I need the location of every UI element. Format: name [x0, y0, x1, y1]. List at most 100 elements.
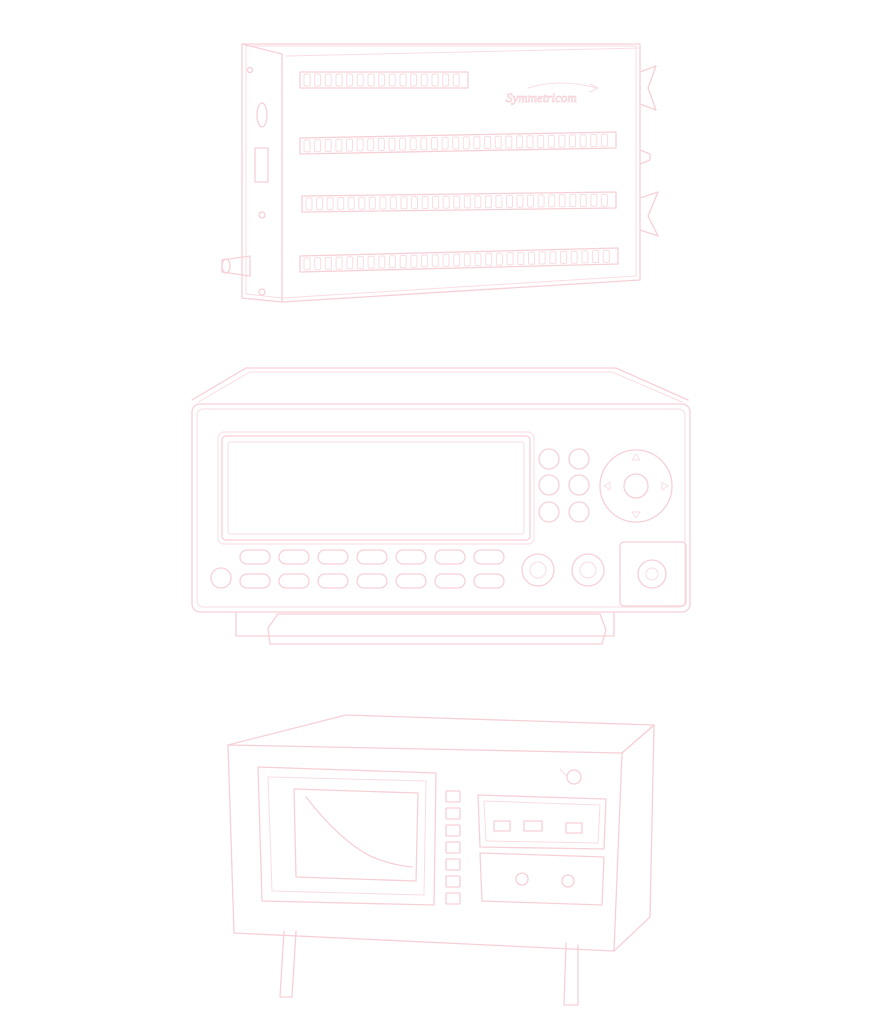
connector-pin: [473, 136, 481, 150]
connector-pin: [431, 73, 439, 87]
connector-pin: [590, 193, 598, 207]
connector-pin: [432, 195, 440, 209]
connector-pin: [335, 256, 343, 270]
connector-row: [299, 131, 617, 155]
connector-pin: [505, 135, 513, 149]
bench-counter-drawing: [191, 367, 691, 645]
counter-key: [434, 549, 466, 565]
connector-pin: [410, 254, 418, 268]
connector-pin: [506, 194, 513, 208]
connector-pin: [537, 135, 545, 148]
connector-pin: [409, 137, 417, 151]
connector-pin: [441, 136, 449, 150]
connector-row-outline: [299, 71, 469, 89]
connector-pin: [474, 253, 482, 267]
scope-softkey: [445, 841, 461, 854]
connector-pin: [474, 195, 482, 209]
connector-pin: [420, 73, 428, 87]
connector-pin: [579, 194, 587, 207]
connector-pin: [526, 135, 534, 149]
connector-pin: [389, 196, 397, 210]
connector-pin: [484, 136, 492, 149]
connector-pin: [410, 73, 418, 87]
connector-pin: [442, 253, 450, 267]
connector-pin: [368, 196, 376, 210]
scope-softkey: [445, 858, 461, 871]
scope-softkeys: [445, 790, 461, 905]
connector-pin: [367, 255, 375, 269]
counter-key: [473, 573, 505, 589]
connector-pin: [547, 134, 555, 148]
connector-pin: [356, 256, 364, 270]
counter-key: [317, 549, 349, 565]
connector-pin: [485, 252, 493, 266]
connector-pin: [347, 196, 355, 210]
connector-row-outline: [299, 131, 617, 155]
scope-softkey: [445, 807, 461, 820]
connector-pin: [558, 194, 566, 208]
connector-pin: [506, 252, 514, 266]
counter-key: [395, 549, 427, 565]
connector-pin: [517, 252, 525, 265]
connector-row-outline: [299, 247, 619, 273]
connector-pin: [378, 255, 386, 269]
scope-softkey: [445, 790, 461, 803]
connector-pin: [528, 251, 535, 265]
connector-pin: [420, 137, 428, 151]
connector-pin: [389, 255, 396, 269]
counter-key: [317, 573, 349, 589]
connector-pin: [579, 134, 587, 148]
connector-pin: [484, 195, 492, 209]
connector-pin: [548, 194, 556, 208]
connector-pin: [442, 73, 450, 87]
connector-pin: [558, 134, 566, 148]
connector-pin: [358, 196, 366, 210]
connector-pin: [314, 139, 322, 153]
connector-pin: [346, 138, 353, 152]
connector-row-outline: [301, 191, 617, 213]
connector-pin: [399, 137, 407, 151]
counter-key: [473, 549, 505, 565]
connector-pin: [367, 73, 375, 87]
scope-softkey: [445, 892, 461, 905]
connector-pin: [495, 252, 503, 266]
connector-pin: [495, 195, 503, 208]
connector-pin: [346, 73, 354, 87]
connector-pin: [453, 253, 461, 267]
connector-pin: [356, 138, 364, 152]
connector-pin: [421, 254, 429, 268]
counter-key: [239, 573, 271, 589]
connector-pin: [303, 139, 311, 153]
connector-pin: [303, 257, 311, 271]
connector-pin: [600, 193, 608, 207]
scope-instrument-illustration: [0, 705, 880, 1025]
connector-pin: [581, 250, 589, 264]
connector-pin: [569, 194, 577, 208]
connector-pin: [463, 253, 471, 267]
counter-key: [434, 573, 466, 589]
connector-pin: [346, 256, 354, 270]
connector-pin: [515, 135, 523, 149]
connector-pin: [527, 194, 535, 208]
connector-pin: [570, 250, 578, 264]
counter-key: [278, 549, 310, 565]
connector-pin: [324, 73, 332, 87]
connector-pin: [453, 195, 461, 209]
connector-pin: [592, 250, 600, 264]
connector-pin: [400, 196, 408, 210]
connector-pin: [378, 73, 386, 87]
scope-softkey: [445, 875, 461, 888]
connector-pin: [537, 194, 545, 208]
connector-pin: [314, 73, 322, 87]
connector-pin: [442, 195, 450, 209]
connector-pin: [399, 255, 407, 268]
connector-pin: [337, 197, 345, 210]
rack-module-illustration: Symmetricom: [0, 30, 880, 320]
connector-pin: [326, 197, 334, 211]
connector-pin: [314, 257, 322, 271]
connector-pin: [324, 256, 332, 270]
rack-module-drawing: Symmetricom: [221, 43, 659, 303]
connector-pin: [430, 137, 438, 150]
connector-pin: [335, 138, 343, 152]
connector-pin: [538, 251, 546, 265]
